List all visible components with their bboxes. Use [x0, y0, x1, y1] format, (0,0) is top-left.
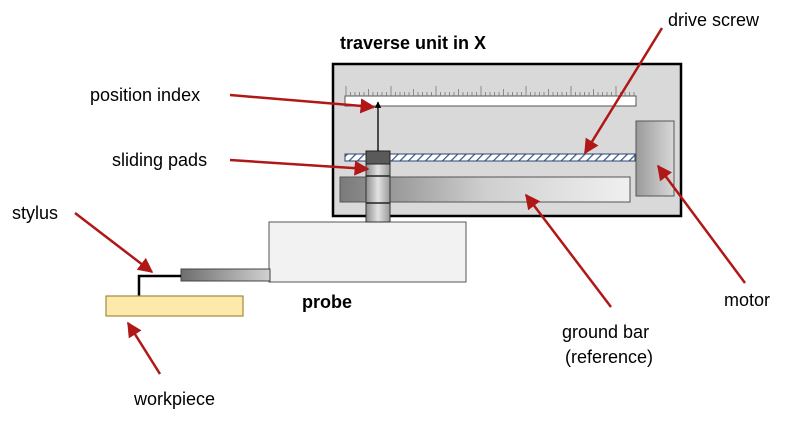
- arrow-ground-bar: [525, 193, 612, 308]
- ground-bar-label-line1: ground bar: [562, 322, 649, 342]
- drive-screw: [344, 153, 636, 162]
- workpiece-label: workpiece: [133, 389, 215, 409]
- drive-screw-label: drive screw: [668, 10, 760, 30]
- sliding-pad-top: [365, 150, 391, 165]
- probe-body: [268, 221, 467, 283]
- arrow-sliding-pads: [229, 158, 370, 176]
- title-label: traverse unit in X: [340, 33, 486, 53]
- position-index-label: position index: [90, 85, 200, 105]
- scale-ticks: [345, 86, 635, 96]
- workpiece-block: [105, 295, 244, 317]
- stylus-tip: [137, 274, 181, 296]
- ground-bar-label-line2: (reference): [565, 347, 653, 367]
- arrow-drive-screw: [583, 27, 664, 155]
- stylus-stem: [180, 268, 271, 282]
- arrow-position-index: [229, 93, 376, 114]
- carriage-column: [365, 161, 391, 223]
- motor-block: [635, 120, 675, 197]
- position-index-scale: [344, 95, 637, 107]
- sliding-pads-label: sliding pads: [112, 150, 207, 170]
- arrow-workpiece: [126, 321, 162, 375]
- arrow-stylus: [74, 212, 154, 273]
- stylus-label: stylus: [12, 203, 58, 223]
- arrow-motor: [656, 164, 747, 284]
- probe-label: probe: [302, 292, 352, 312]
- motor-label: motor: [724, 290, 770, 310]
